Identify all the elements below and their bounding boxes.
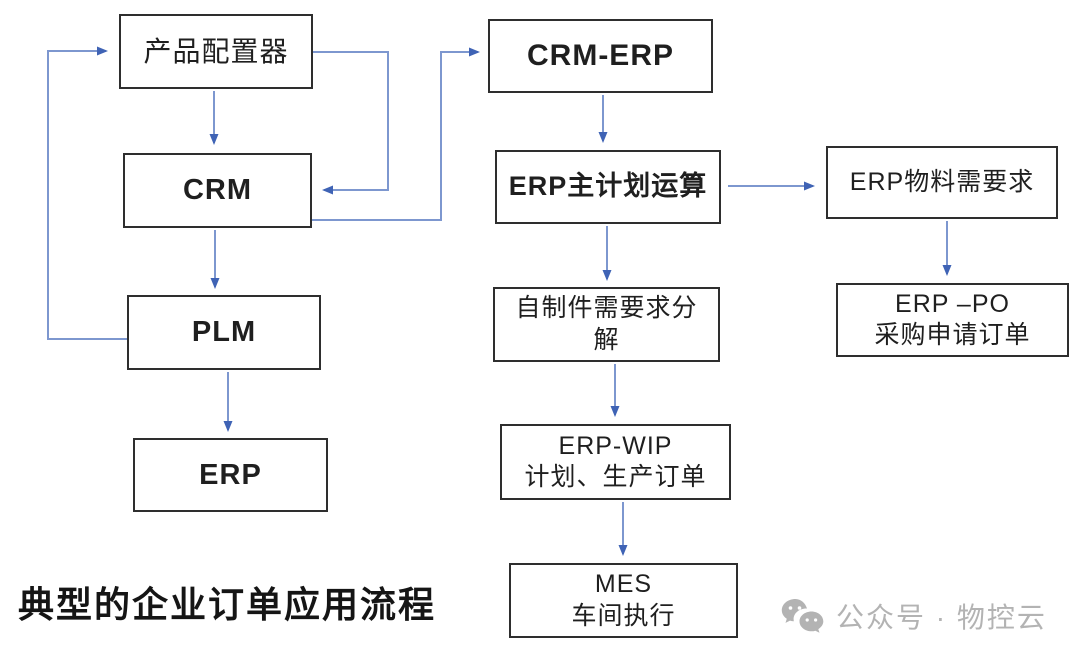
watermark-text: 公众号 · 物控云 [836, 602, 1047, 633]
node-mes: MES 车间执行 [509, 563, 738, 638]
node-label: ERP主计划运算 [508, 171, 708, 202]
arrow-crm-right-to-crmerp [312, 47, 480, 221]
node-erp-po: ERP –PO 采购申请订单 [836, 283, 1069, 357]
node-label-line2: 车间执行 [571, 601, 676, 630]
node-erp-material-demand: ERP物料需要求 [826, 146, 1058, 219]
node-label-line1: 自制件需要求分 [515, 294, 698, 323]
node-label-line2: 计划、生产订单 [524, 463, 707, 491]
node-crm: CRM [123, 153, 312, 228]
node-label-line1: MES [594, 570, 653, 599]
node-label: 产品配置器 [143, 36, 289, 67]
arrow-configurator-right-to-crm [313, 51, 389, 195]
node-erp: ERP [133, 438, 328, 512]
node-label: PLM [191, 316, 257, 349]
arrow-plm-loop-to-configurator [47, 46, 127, 340]
watermark: 公众号 · 物控云 [780, 596, 1047, 636]
node-label: CRM [182, 174, 253, 207]
node-label-line2: 采购申请订单 [874, 321, 1031, 349]
node-crm-erp: CRM-ERP [488, 19, 713, 93]
wechat-icon [781, 599, 824, 633]
node-erp-master-plan: ERP主计划运算 [495, 150, 721, 224]
node-label: ERP [199, 458, 262, 491]
node-plm: PLM [127, 295, 321, 370]
node-product-configurator: 产品配置器 [119, 14, 313, 89]
node-label: ERP物料需要求 [849, 167, 1035, 196]
node-erp-wip: ERP-WIP 计划、生产订单 [500, 424, 731, 500]
node-label-line1: ERP –PO [895, 289, 1010, 318]
diagram-title: 典型的企业订单应用流程 [18, 584, 437, 625]
node-self-made-demand-breakdown: 自制件需要求分 解 [493, 287, 720, 362]
node-label-line2: 解 [593, 325, 620, 354]
node-label: CRM-ERP [527, 39, 674, 73]
node-label-line1: ERP-WIP [558, 431, 673, 460]
